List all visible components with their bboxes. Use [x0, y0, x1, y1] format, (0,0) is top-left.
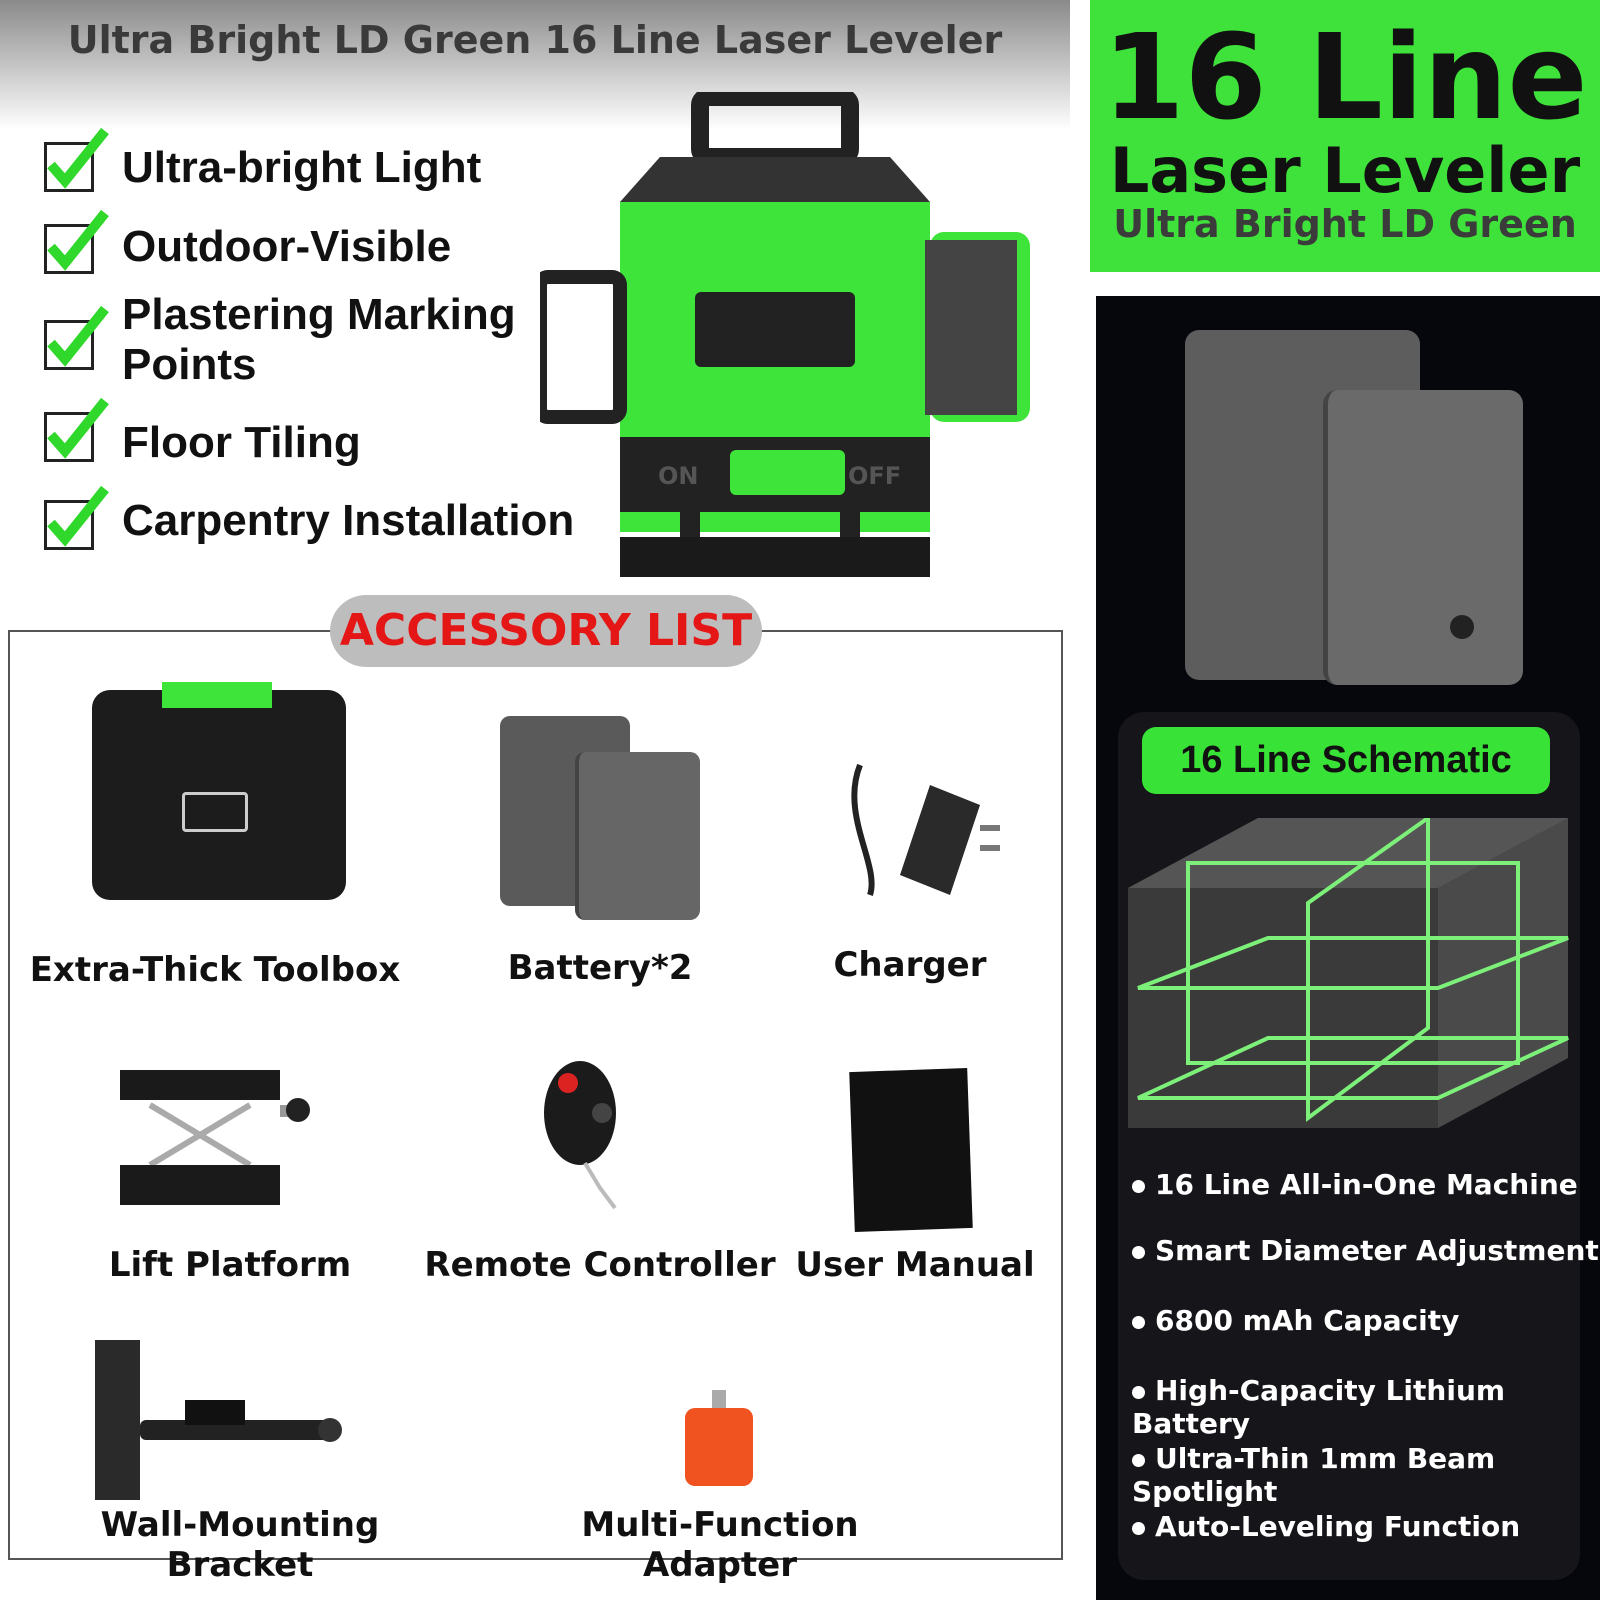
- header-banner: [0, 0, 1070, 130]
- header-title: Ultra Bright LD Green 16 Line Laser Leve…: [67, 18, 1003, 62]
- headline-line2: Laser Leveler: [1109, 134, 1581, 207]
- accessory-label: Lift Platform: [108, 1245, 352, 1285]
- wall-bracket-image: [95, 1340, 342, 1500]
- headline-line3: Ultra Bright LD Green: [1113, 202, 1577, 246]
- accessory-label: Battery*2: [507, 948, 693, 988]
- toolbox-image: [92, 682, 346, 900]
- adapter-image: [685, 1390, 753, 1486]
- laser-level-image: ON OFF: [540, 92, 1030, 577]
- user-manual-image: [849, 1067, 973, 1233]
- spec-bullet: Smart Diameter Adjustment: [1132, 1234, 1599, 1267]
- check-icon: [44, 485, 109, 550]
- spec-bullet: High-Capacity Lithium Battery: [1132, 1374, 1600, 1440]
- headline-panel: [1090, 0, 1600, 272]
- charger-image: [851, 763, 1000, 896]
- spec-bullet: Auto-Leveling Function: [1132, 1510, 1520, 1543]
- check-icon: [44, 209, 109, 274]
- feature-item: Plastering Marking Points: [122, 290, 516, 389]
- accessory-label: Remote Controller: [424, 1245, 776, 1285]
- feature-item: Ultra-bright Light: [122, 143, 482, 192]
- schematic-cube-diagram: [1128, 818, 1569, 1128]
- battery-large-image: [1323, 390, 1523, 685]
- schematic-title: 16 Line Schematic: [1142, 727, 1550, 794]
- accessory-label: Extra-Thick Toolbox: [29, 950, 401, 990]
- accessory-label: User Manual: [795, 1245, 1035, 1285]
- accessory-label: Multi-Function Adapter: [581, 1505, 859, 1585]
- accessory-label: Wall-Mounting Bracket: [100, 1505, 380, 1585]
- check-icon: [44, 305, 109, 370]
- headline-line1: 16 Line: [1102, 8, 1588, 146]
- spec-bullet: Ultra-Thin 1mm Beam Spotlight: [1132, 1442, 1600, 1508]
- switch-off-label: OFF: [848, 462, 901, 490]
- feature-item: Carpentry Installation: [122, 496, 575, 545]
- battery-image: [575, 752, 700, 920]
- remote-controller-image: [544, 1061, 617, 1210]
- check-icon: [44, 127, 109, 192]
- accessory-list-title: ACCESSORY LIST: [330, 595, 762, 667]
- switch-on-label: ON: [658, 462, 699, 490]
- accessory-label: Charger: [833, 945, 987, 985]
- feature-item: Floor Tiling: [122, 418, 361, 467]
- spec-bullet: 6800 mAh Capacity: [1132, 1304, 1459, 1337]
- lift-platform-image: [120, 1070, 310, 1205]
- check-icon: [44, 397, 109, 462]
- spec-bullet: 16 Line All-in-One Machine: [1132, 1168, 1578, 1201]
- feature-item: Outdoor-Visible: [122, 222, 452, 271]
